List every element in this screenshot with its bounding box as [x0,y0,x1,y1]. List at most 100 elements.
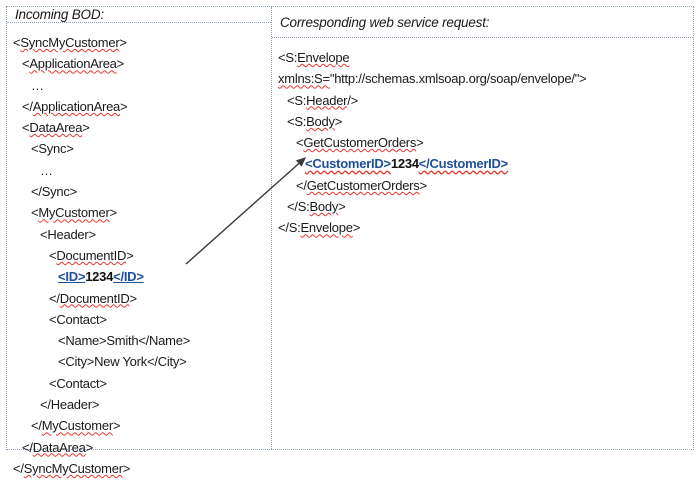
code-segment: > [122,460,131,476]
code-segment: > [416,135,424,151]
code-segment: </ [13,460,24,476]
code-segment: </CustomerID> [418,156,509,172]
code-line: </S:Envelope> [278,217,687,238]
code-line: </S:Body> [278,196,687,217]
code-line: </Sync> [13,181,265,202]
code-segment: MyCustomer [38,205,110,221]
code-segment: < [296,135,304,151]
code-line: <ApplicationArea> [13,53,265,74]
code-line: <Contact> [13,373,265,394]
code-segment: > [82,120,90,136]
code-segment: ApplicationArea [32,98,121,114]
code-line: </DataArea> [13,437,265,458]
code-segment: SyncMyCustomer [20,35,120,50]
code-segment: xmlns:S= [278,71,330,87]
code-segment: </S: [278,220,301,236]
code-segment: > [116,56,125,72]
code-segment: </ [22,439,33,455]
code-line: <S:Envelope [278,47,687,68]
code-segment: DataArea [32,439,86,455]
code-segment: GetCustomerOrders [303,135,417,151]
code-segment: Body [309,199,339,215]
code-line: … [13,75,265,96]
code-block-incoming-bod: <SyncMyCustomer><ApplicationArea>…</Appl… [7,23,271,485]
code-segment: </Sync> [31,184,77,200]
code-segment: </ [49,290,60,306]
code-segment: > [126,247,134,263]
code-segment: <Header> [40,226,96,242]
code-line: <GetCustomerOrders> [278,132,687,153]
code-line: <SyncMyCustomer> [13,32,265,53]
code-segment: Envelope [300,220,353,236]
code-segment: < [22,56,30,72]
code-line: <City>New York</City> [13,351,265,372]
column-web-service-request: Corresponding web service request: <S:En… [272,7,693,449]
code-segment: <ID> [58,269,86,285]
code-segment: > [109,205,118,221]
code-segment: <Name>Smith</Name> [58,333,191,349]
figure-root: Incoming BOD: <SyncMyCustomer><Applicati… [6,6,694,476]
column-header-incoming-bod: Incoming BOD: [7,7,271,23]
code-segment: "http://schemas.xmlsoap.org/soap/envelop… [329,71,587,87]
code-segment: <Sync> [31,141,74,157]
code-segment: MyCustomer [41,418,113,434]
column-title-web-service-request: Corresponding web service request: [280,14,490,30]
code-segment: SyncMyCustomer [23,460,123,476]
code-segment: <City>New York</City> [58,354,187,370]
code-line: </DocumentID> [13,288,265,309]
code-segment: </ [31,418,42,434]
code-segment: <Contact> [49,375,107,391]
code-segment: Body [306,113,335,129]
code-line: … [13,160,265,181]
code-line: </Header> [13,394,265,415]
code-line: <CustomerID>1234</CustomerID> [278,153,687,174]
code-segment: </ID> [113,269,144,285]
comparison-table: Incoming BOD: <SyncMyCustomer><Applicati… [6,6,694,476]
code-line: </GetCustomerOrders> [278,175,687,196]
code-line: xmlns:S="http://schemas.xmlsoap.org/soap… [278,68,687,89]
code-segment: … [40,162,53,178]
code-segment: ApplicationArea [29,56,117,72]
code-line: <Sync> [13,138,265,159]
code-segment: </ [22,98,33,114]
code-segment: > [334,113,343,129]
code-segment: <S: [278,50,298,65]
code-line: <Contact> [13,309,265,330]
code-segment: /> [347,92,358,108]
code-segment: > [129,290,137,306]
code-line: <ID>1234</ID> [13,266,265,287]
code-segment: > [112,418,121,434]
code-segment: 1234 [85,269,114,285]
code-line: <Header> [13,224,265,245]
column-header-web-service-request: Corresponding web service request: [272,7,693,38]
code-segment: Header [306,92,348,108]
code-segment: < [49,247,57,263]
column-title-incoming-bod: Incoming BOD: [15,7,104,22]
code-segment: < [31,205,39,221]
code-segment: > [352,220,361,236]
code-segment: </S: [287,199,310,215]
code-segment: <Contact> [49,311,107,327]
code-segment: </Header> [40,397,100,413]
code-segment: DataArea [29,120,83,136]
code-segment: < [13,35,21,50]
code-segment: GetCustomerOrders [306,177,420,193]
code-segment: > [419,177,428,193]
code-segment: < [22,120,30,136]
code-line: <S:Header/> [278,90,687,111]
code-segment: > [120,98,128,114]
code-segment: <CustomerID> [305,156,391,172]
code-line: <S:Body> [278,111,687,132]
code-line: <MyCustomer> [13,202,265,223]
code-line: </SyncMyCustomer> [13,458,265,479]
code-segment: > [338,199,346,215]
code-segment: <S: [287,92,307,108]
code-line: </MyCustomer> [13,415,265,436]
column-incoming-bod: Incoming BOD: <SyncMyCustomer><Applicati… [7,7,272,476]
code-segment: > [119,35,127,50]
code-line: <Name>Smith</Name> [13,330,265,351]
code-segment: <S: [287,113,307,129]
code-segment: Envelope [297,50,350,65]
code-segment: … [31,77,44,93]
